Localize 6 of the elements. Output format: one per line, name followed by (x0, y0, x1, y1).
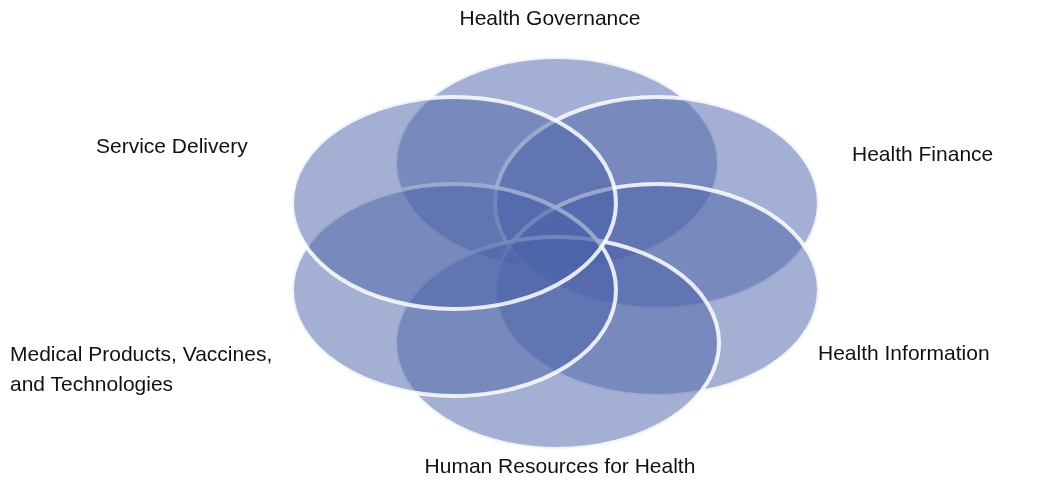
ellipse-label: Medical Products, Vaccines, and Technologies (10, 341, 274, 397)
ellipse-label: Health Governance (458, 5, 642, 31)
ellipse-label: Human Resources for Health (423, 453, 697, 479)
ellipse-label: Health Information (818, 340, 991, 366)
ellipse-label: Service Delivery (96, 133, 249, 159)
ellipse-label: Health Finance (852, 141, 995, 167)
